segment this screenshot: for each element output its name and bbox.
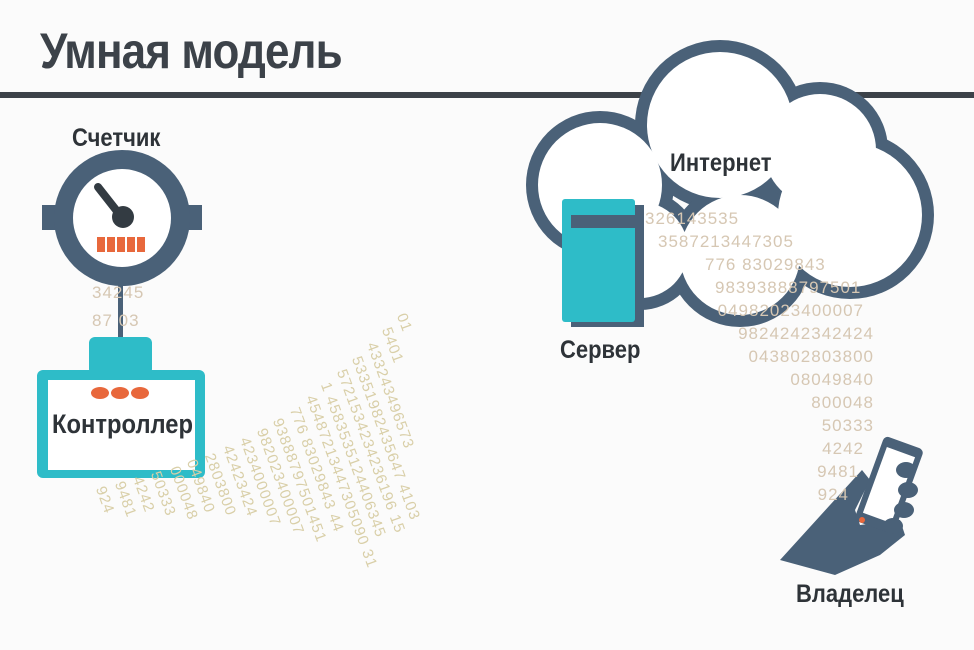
data-number: 08049840: [790, 370, 874, 389]
meter-label: Счетчик: [72, 124, 161, 152]
data-number: 3587213447305: [658, 232, 794, 251]
data-number: 800048: [811, 393, 874, 412]
data-number: 776 83029843: [705, 255, 826, 274]
data-number: 043802803800: [748, 347, 874, 366]
page-title: Умная модель: [40, 23, 343, 79]
owner-label: Владелец: [796, 580, 904, 608]
data-number: 9481: [817, 462, 859, 481]
data-number: 4242: [822, 439, 864, 458]
data-number: 04982023400007: [717, 301, 864, 320]
server-label: Сервер: [560, 336, 641, 364]
meter-icon: [42, 150, 202, 342]
controller-icon: [37, 337, 205, 478]
data-number: 98393888797501: [715, 278, 862, 297]
meter-number: 87 03: [92, 311, 140, 330]
data-number: 50333: [821, 416, 874, 435]
data-number: 9824242342424: [738, 324, 874, 343]
controller-label: Контроллер: [52, 409, 194, 439]
data-number: 924: [817, 485, 849, 504]
hand-phone-icon: [780, 436, 923, 575]
meter-number: 34245: [92, 283, 145, 302]
server-icon: [562, 199, 644, 327]
internet-label: Интернет: [670, 149, 772, 177]
data-number: 326143535: [645, 209, 740, 228]
title-divider: [0, 92, 974, 98]
